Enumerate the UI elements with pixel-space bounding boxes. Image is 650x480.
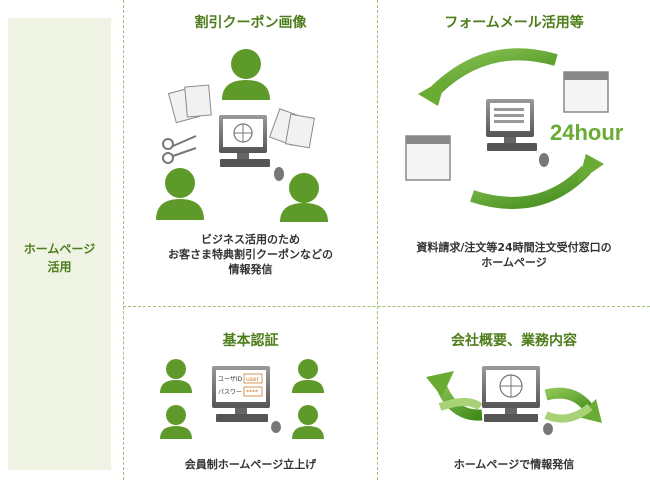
panel-company-description: ホームページで情報発信 — [453, 458, 575, 471]
form-illustration: 24hour — [405, 48, 624, 209]
computer-icon: ユーザID user パスワード **** — [212, 366, 281, 433]
sidebar-label-line1: ホームページ — [23, 242, 96, 256]
user-id-label: ユーザID — [218, 376, 243, 383]
sidebar-label: ホームページ 活用 — [8, 240, 111, 276]
panel-auth-description: 会員制ホームページ立上げ — [184, 458, 317, 471]
panel-coupon-desc-line1: ビジネス活用のため — [201, 233, 300, 246]
company-illustration — [426, 366, 602, 435]
divider-center — [377, 0, 378, 480]
panel-coupon-title: 割引クーポン画像 — [194, 15, 307, 31]
panel-coupon: 割引クーポン画像 — [124, 0, 377, 306]
computer-icon — [482, 366, 553, 435]
divider-left — [123, 0, 124, 480]
panel-form-description: 資料請求/注文等24時間注文受付窓口の ホームページ — [378, 240, 650, 270]
computer-icon — [486, 99, 549, 167]
panel-form-desc-line1: 資料請求/注文等24時間注文受付窓口の — [416, 241, 612, 254]
panel-company-title: 会社概要、業務内容 — [451, 333, 577, 349]
person-icon — [280, 173, 328, 222]
computer-icon — [219, 115, 284, 181]
cycle-arrow-icon — [418, 48, 604, 209]
sidebar-label-line2: 活用 — [47, 260, 72, 274]
scissors-icon — [162, 135, 197, 164]
password-value: **** — [246, 389, 258, 396]
sidebar: ホームページ 活用 — [8, 18, 111, 470]
password-label: パスワード — [218, 389, 248, 396]
browser-window-icon — [405, 135, 451, 181]
person-icon — [292, 359, 324, 393]
person-icon — [292, 405, 324, 439]
person-icon — [222, 49, 270, 100]
auth-illustration: ユーザID user パスワード **** — [160, 359, 324, 439]
panel-auth-title: 基本認証 — [222, 333, 279, 349]
coupon-illustration — [156, 49, 328, 222]
panel-form-desc-line2: ホームページ — [481, 256, 547, 269]
coupon-icon — [167, 84, 316, 149]
panel-form: フォームメール活用等 24hour 資料請求/注文等24時間注 — [378, 0, 650, 306]
double-arrow-icon — [426, 371, 602, 423]
person-icon — [160, 359, 192, 393]
user-id-value: user — [246, 376, 260, 383]
browser-window-icon — [563, 71, 609, 113]
panel-company: 会社概要、業務内容 ホームページで情報発信 — [378, 307, 650, 480]
person-icon — [160, 405, 192, 439]
panel-auth: 基本認証 ユーザID user パスワード **** — [124, 307, 377, 480]
panel-form-title: フォームメール活用等 — [444, 15, 584, 31]
person-icon — [156, 168, 204, 220]
panel-coupon-description: ビジネス活用のため お客さま特典割引クーポンなどの 情報発信 — [124, 232, 377, 277]
panel-coupon-desc-line3: 情報発信 — [228, 263, 273, 276]
panel-coupon-desc-line2: お客さま特典割引クーポンなどの — [168, 248, 333, 261]
badge-24hour: 24hour — [550, 120, 624, 145]
divider-middle — [123, 306, 650, 307]
